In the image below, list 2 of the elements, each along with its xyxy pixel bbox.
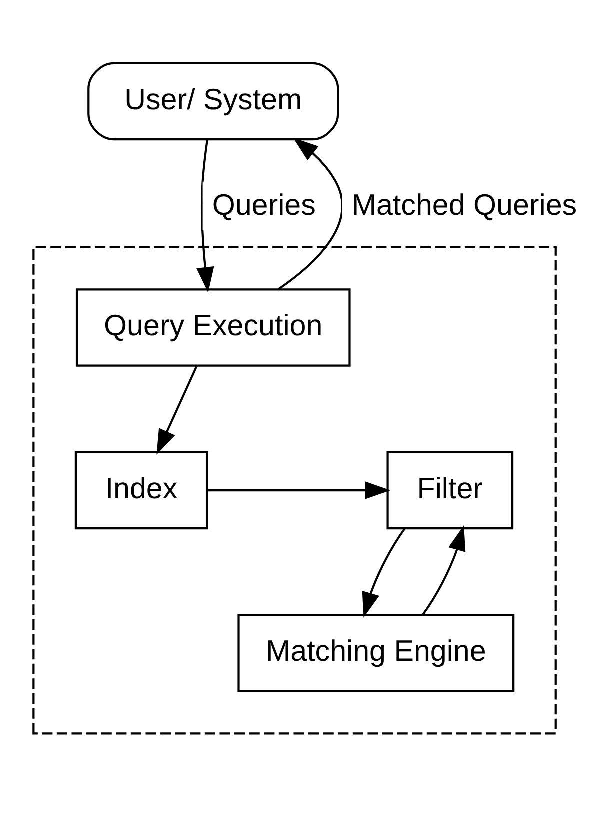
- edge-label: Matched Queries: [352, 188, 578, 222]
- edge-label: Queries: [212, 188, 316, 222]
